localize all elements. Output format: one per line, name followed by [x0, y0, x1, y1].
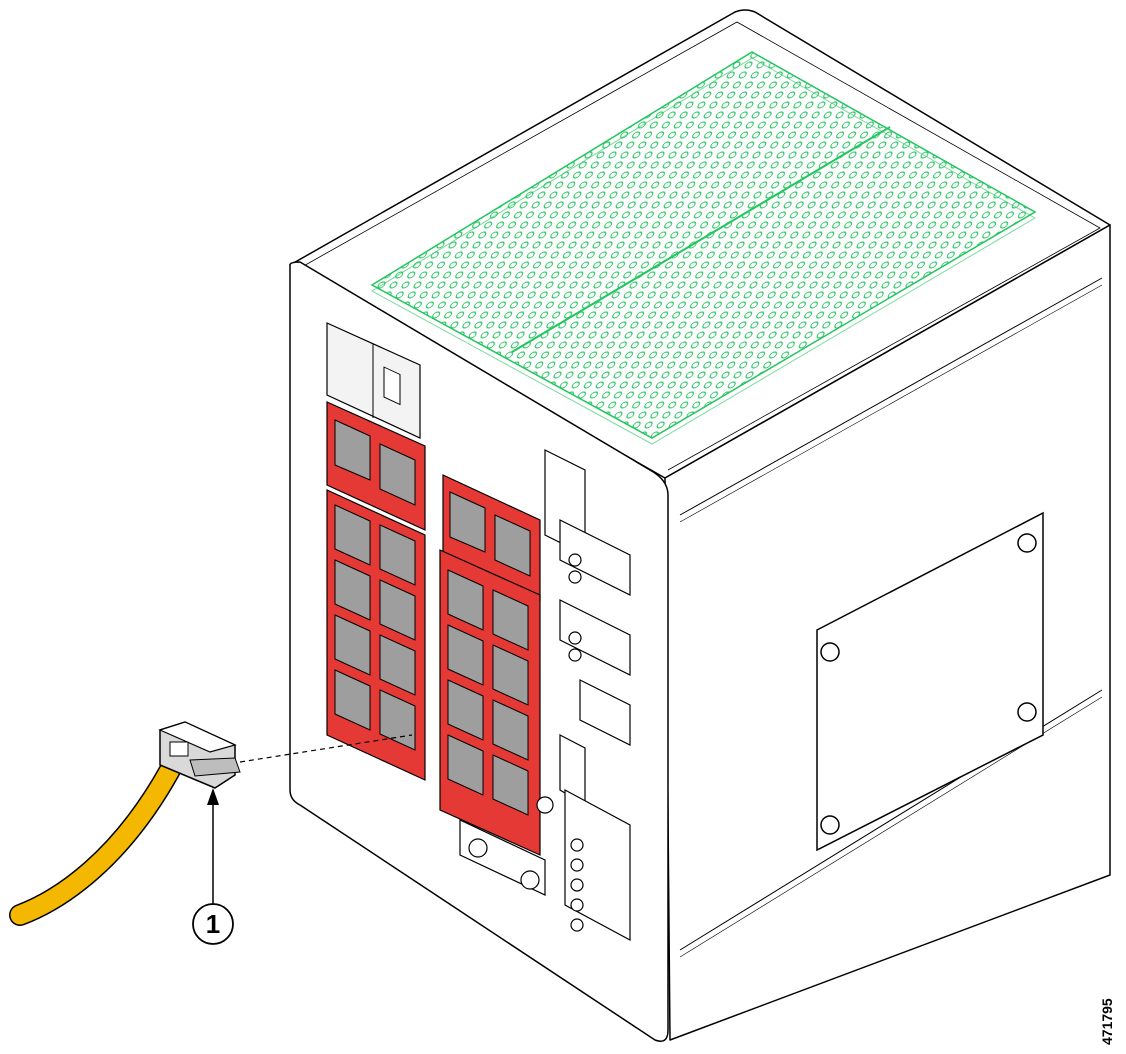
- uplink-port-block-left: [326, 401, 426, 531]
- screw-icon: [1017, 702, 1037, 722]
- screw-icon: [820, 642, 840, 662]
- rj45-cable: [9, 721, 241, 926]
- housing-side-face: [664, 224, 1111, 1041]
- sfp-slots: [326, 322, 421, 439]
- arrow-head-icon: [207, 788, 219, 805]
- screw-icon: [468, 838, 488, 858]
- screw-icon: [1017, 533, 1037, 553]
- port-block-lower-left: [326, 489, 426, 781]
- callout-1: 1: [192, 788, 234, 945]
- terminal-blocks: [459, 449, 631, 942]
- plug-contacts: [169, 741, 189, 757]
- screw-icon: [820, 815, 840, 835]
- vent-grid: [370, 51, 1037, 445]
- screw-icon: [536, 796, 554, 814]
- port-block-lower-right: [439, 549, 541, 856]
- side-cover-plate: [816, 511, 1044, 852]
- uplink-port-block-right: [442, 474, 541, 601]
- housing-top-face: [289, 9, 1111, 479]
- screw-icon: [520, 870, 540, 890]
- insertion-leader-line: [239, 734, 413, 763]
- callout-circle: [192, 903, 234, 945]
- figure-id: 471795: [1099, 998, 1115, 1045]
- callout-label: 1: [206, 909, 220, 939]
